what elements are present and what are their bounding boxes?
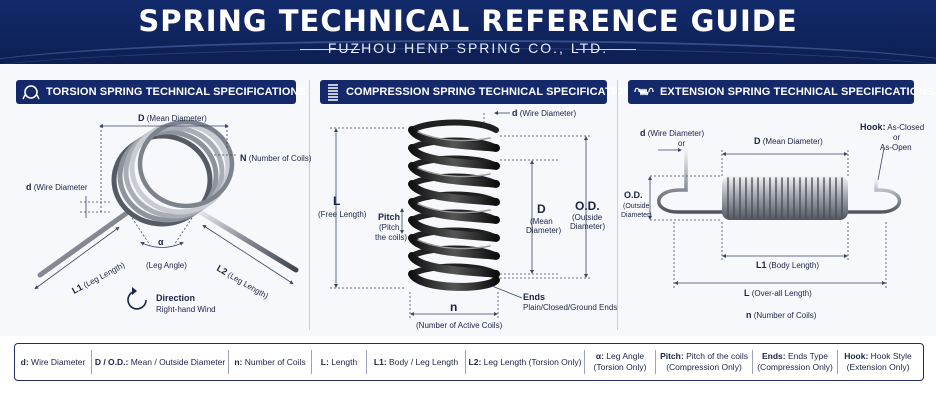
compression-spring-icon [326,81,340,103]
compression-od-symbol: O.D. [575,199,600,213]
extension-spring-illustration [657,148,902,220]
subtitle-rule-left [300,49,360,50]
extension-od-symbol: O.D. [624,190,643,200]
extension-spring-icon [634,81,654,103]
compression-section-heading: COMPRESSION SPRING TECHNICAL SPECIFICATI… [320,80,639,104]
legend-item: α: Leg Angle(Torsion Only) [593,351,647,372]
page-title: SPRING TECHNICAL REFERENCE GUIDE [138,4,798,38]
legend-item: L: Length [320,356,358,367]
torsion-coil [111,133,213,227]
header-wave-decoration [0,48,936,64]
torsion-leg-angle-label: (Leg Angle) [146,261,187,270]
torsion-dimensions [34,124,294,290]
legend-separator [837,350,838,374]
legend-separator [366,350,367,374]
compression-coils-symbol: n [450,300,457,314]
torsion-coils-label: N (Number of Coils) [240,153,312,163]
extension-section-heading: EXTENSION SPRING TECHNICAL SPECIFICATION… [628,80,934,104]
compression-wire-diameter-label: d (Wire Diameter) [512,108,577,118]
torsion-spring-illustration [37,119,299,278]
legend-item: L1: Body / Leg Length [373,356,459,367]
legend-item: d: Wire Diameter [20,356,86,367]
torsion-mean-diameter-label: D (Mean Diameter) [138,113,207,123]
legend-separator [311,350,312,374]
extension-mean-diameter-label: D (Mean Diameter) [754,136,823,146]
extension-overall-length-label: L (Over-all Length) [744,288,812,298]
legend-item: Hook: Hook Style(Extension Only) [844,351,912,372]
torsion-wire-diameter-label: d (Wire Diameter [26,182,88,192]
direction-icon [127,287,147,310]
compression-ends-label: Ends [523,292,545,302]
company-subtitle: FUZHOU HENP SPRING CO., LTD. [327,40,609,56]
torsion-coil [137,119,235,209]
extension-coils-label: n (Number of Coils) [746,310,817,320]
extension-hook-label: Hook: As-Closed [860,122,924,132]
legend-item: n: Number of Coils [234,356,306,367]
compression-ends-desc: Plain/Closed/Ground Ends [523,303,617,312]
section-divider [309,80,310,330]
section-divider [617,80,618,330]
extension-wire-diameter-label: d (Wire Diameter) [640,128,705,138]
legend-separator [228,350,229,374]
extension-hook-or: or [893,133,900,142]
extension-body-length-label: L1 (Body Length) [756,260,819,270]
legend-separator [91,350,92,374]
torsion-l2-label: L2 (Leg Length) [215,263,271,301]
compression-pitch-desc: (Pitch [379,223,399,232]
extension-od-desc: (Outside [623,203,650,210]
header-wave-decoration [0,40,936,64]
compression-mean-diameter-symbol: D [537,202,546,216]
extension-dimensions [648,147,887,290]
torsion-coil [123,125,225,219]
compression-od-desc: Diameter) [570,222,605,231]
extension-or-label: or [678,139,685,148]
legend-item: L2: Leg Length (Torsion Only) [468,356,582,367]
extension-od-desc: Diameter) [621,212,652,219]
compression-coils-desc: (Number of Active Coils) [416,321,503,330]
subtitle-rule-right [576,49,636,50]
legend-item: Pitch: Pitch of the coils(Compression On… [660,351,748,372]
legend-item: D / O.D.: Mean / Outside Diameter [94,356,226,367]
legend-separator [584,350,585,374]
compression-mean-diameter-desc: Diameter) [526,226,561,235]
legend-separator [752,350,753,374]
header-banner: SPRING TECHNICAL REFERENCE GUIDE FUZHOU … [0,0,936,64]
compression-free-length-label: (Free Length) [318,210,367,219]
torsion-heading-text: TORSION SPRING TECHNICAL SPECIFICATIONS [46,86,306,98]
compression-heading-text: COMPRESSION SPRING TECHNICAL SPECIFICATI… [346,86,639,98]
torsion-l1-label: L1 (Leg Length) [70,259,126,295]
extension-hook-desc: As-Open [880,143,912,152]
compression-od-desc: (Outside [572,213,603,222]
legend-bar: d: Wire Diameter D / O.D.: Mean / Outsid… [14,343,924,381]
torsion-coil [117,129,219,223]
torsion-direction-desc: Right-hand Wind [156,305,216,314]
torsion-alpha-label: α [158,237,164,247]
torsion-leg-2 [197,209,299,273]
legend-item: Ends: Ends Type(Compression Only) [757,351,833,372]
torsion-section-heading: TORSION SPRING TECHNICAL SPECIFICATIONS [16,80,306,104]
torsion-direction-label: Direction [156,293,195,303]
compression-spring-illustration [408,119,500,291]
compression-dimensions [330,111,592,318]
extension-heading-text: EXTENSION SPRING TECHNICAL SPECIFICATION… [660,86,934,98]
torsion-spring-icon [22,81,40,103]
legend-separator [655,350,656,374]
compression-length-symbol: L [333,194,340,208]
compression-pitch-desc: the coils) [375,233,407,242]
compression-pitch-label: Pitch [378,212,400,222]
legend-separator [465,350,466,374]
compression-mean-diameter-desc: (Mean [530,217,553,226]
